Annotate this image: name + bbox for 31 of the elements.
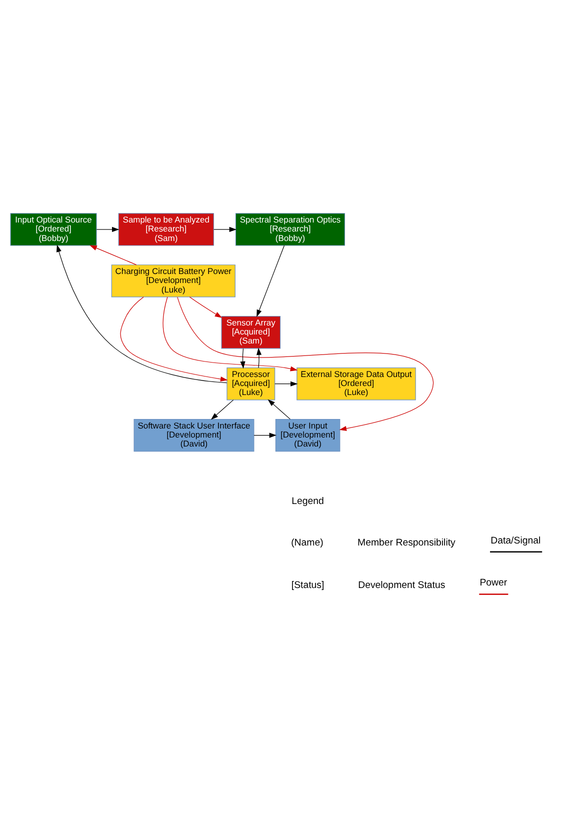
arrow [189,296,222,318]
arrow [268,398,291,419]
node-box: Sample to be Analyzed [Research] (Sam) [118,212,214,246]
node-box: External Storage Data Output [Ordered] (Luke) [296,367,416,400]
label: Legend [292,495,324,506]
arrow [256,347,262,368]
arrow [56,244,228,383]
arrow [90,244,137,265]
arrow [240,348,246,368]
label: (Name) [291,537,324,548]
arrow [162,296,298,371]
node-box: User Input [Development] (David) [275,418,340,452]
arrow [177,296,434,430]
node-box: Input Optical Source [Ordered] (Bobby) [10,212,97,246]
node-box: Charging Circuit Battery Power [Development] (Luke) [111,264,236,297]
arrow [120,296,228,382]
node-box: Sensor Array [Acquired] (Sam) [221,316,281,348]
arrow [274,380,298,386]
arrow [254,432,277,438]
legend-label: Power [480,577,508,588]
node-box: Spectral Separation Optics [Research] (Bobby) [235,212,346,246]
arrow [96,226,120,232]
label: [Status] [291,580,324,591]
arrow [210,399,234,420]
label: Member Responsibility [358,537,456,548]
arrow [214,226,237,232]
arrow [256,244,285,317]
node-box: Software Stack User Interface [Development] (David) [134,418,254,452]
node-box: Processor [Acquired] (Luke) [226,367,276,400]
legend-label: Data/Signal [490,534,541,546]
label: Development Status [358,580,446,591]
